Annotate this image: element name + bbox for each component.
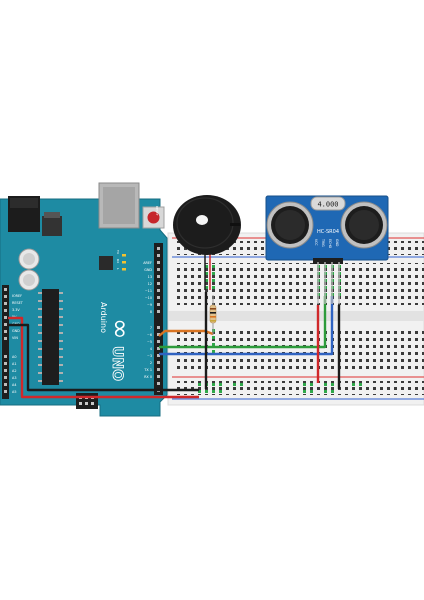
sensor-model-label: HC-SR04 — [317, 229, 339, 235]
arduino-uno-board: RESET TX RX L — [0, 182, 168, 417]
breadboard-center-channel — [168, 311, 424, 321]
reset-button-label: RESET — [155, 206, 159, 216]
pin-label-ioref: IOREF — [12, 294, 22, 298]
arduino-model-text: UNO — [109, 346, 125, 381]
sensor-crystal-label: 4.000 — [317, 201, 338, 209]
sensor-pin-label-trig: TRIG — [321, 238, 325, 247]
pin-label-a1: A1 — [12, 362, 16, 366]
pin-label-d7: 7 — [150, 326, 152, 330]
sensor-header-pins — [313, 258, 343, 304]
wire-orange-buzzer — [158, 329, 214, 337]
pin-label-d13: 13 — [148, 275, 152, 279]
pin-label-a4: A4 — [12, 383, 16, 387]
wires — [8, 292, 341, 399]
capacitors — [18, 248, 40, 291]
resistor — [209, 295, 217, 335]
arduino-logo-icon: ∞ — [105, 318, 135, 340]
breadboard-terminal-top — [176, 263, 424, 305]
pin-label-d4: 4 — [150, 347, 152, 351]
power-analog-header — [2, 285, 9, 399]
pin-label-d6: ~6 — [147, 333, 152, 337]
digital-header — [154, 243, 163, 395]
pin-label-d10: ~10 — [145, 296, 152, 300]
icsp-header — [76, 393, 98, 409]
wire-red-5v — [8, 316, 199, 399]
wire-black-gnd — [8, 323, 199, 392]
ultrasonic-sensor: 4.000 HC-SR04 VCC TRIG ECHO GND — [265, 195, 389, 304]
pin-label-d5: ~5 — [147, 340, 152, 344]
piezo-buzzer — [173, 195, 241, 290]
arduino-brand-text: Arduino — [99, 302, 108, 333]
pin-label-d8: 8 — [150, 310, 152, 314]
led-label-tx: TX — [116, 249, 120, 254]
pin-label-a5: A5 — [12, 390, 16, 394]
breadboard-bottom-rails — [172, 376, 424, 400]
sensor-pin-label-echo: ECHO — [328, 239, 332, 249]
led-label-l: L — [116, 268, 120, 270]
sensor-pin-label-gnd: GND — [335, 239, 339, 247]
usb-interface-chip — [99, 256, 113, 270]
pin-label-gnd-2: GND — [12, 329, 20, 333]
led-label-rx: RX — [116, 259, 120, 263]
pin-label-vin: VIN — [12, 336, 18, 340]
wire-green-trig — [159, 296, 327, 349]
sensor-transducer-right — [340, 201, 388, 249]
pin-label-a3: A3 — [12, 376, 16, 380]
voltage-regulator — [42, 216, 62, 236]
pin-label-d3: ~3 — [147, 354, 152, 358]
pin-label-tx: TX 1 — [143, 368, 152, 372]
wire-blue-echo — [159, 296, 334, 356]
status-leds — [122, 254, 126, 271]
atmega-chip — [42, 289, 59, 385]
pin-label-a0: A0 — [12, 355, 16, 359]
pin-label-aref: AREF — [143, 261, 152, 265]
sensor-crystal — [310, 196, 346, 211]
pin-label-rx: RX 0 — [144, 375, 152, 379]
pin-label-3v3: 3.3V — [12, 308, 20, 312]
reset-button — [142, 206, 165, 229]
sensor-transducer-left — [266, 201, 314, 249]
sensor-pin-label-vcc: VCC — [314, 239, 318, 246]
pin-label-d2: 2 — [150, 361, 152, 365]
pin-label-d9: ~9 — [147, 303, 152, 307]
pin-label-d11: ~11 — [145, 289, 152, 293]
pin-label-d12: 12 — [148, 282, 152, 286]
pin-label-a2: A2 — [12, 369, 16, 373]
pin-label-reset: RESET — [12, 301, 24, 305]
pin-label-gnd-r: GND — [144, 268, 152, 272]
